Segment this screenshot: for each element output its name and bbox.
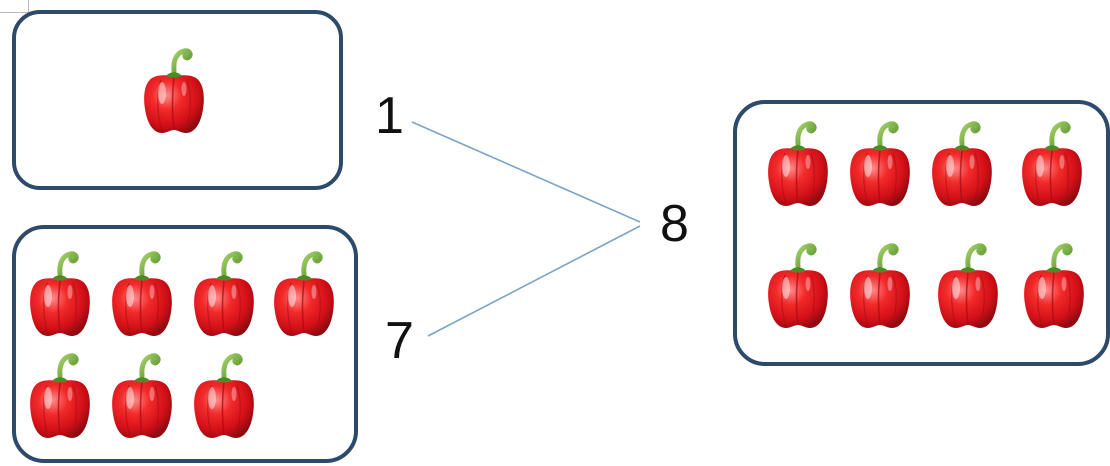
pepper-icon xyxy=(108,350,176,440)
pepper-icon xyxy=(846,118,914,208)
pepper-icon xyxy=(190,350,258,440)
pepper-icon xyxy=(26,350,94,440)
document-corner-mark xyxy=(0,0,29,13)
part-number-seven: 7 xyxy=(385,312,414,370)
pepper-icon xyxy=(764,240,832,330)
pepper-icon xyxy=(928,118,996,208)
pepper-icon xyxy=(1018,118,1086,208)
pepper-icon xyxy=(140,45,208,135)
pepper-icon xyxy=(934,240,1002,330)
pepper-icon xyxy=(190,248,258,338)
connector-line-one xyxy=(411,121,641,223)
pepper-icon xyxy=(764,118,832,208)
whole-number-eight: 8 xyxy=(660,195,689,253)
pepper-icon xyxy=(26,248,94,338)
pepper-icon xyxy=(1020,240,1088,330)
pepper-icon xyxy=(108,248,176,338)
pepper-icon xyxy=(270,248,338,338)
connector-line-seven xyxy=(427,225,641,337)
part-number-one: 1 xyxy=(375,87,404,145)
pepper-icon xyxy=(846,240,914,330)
